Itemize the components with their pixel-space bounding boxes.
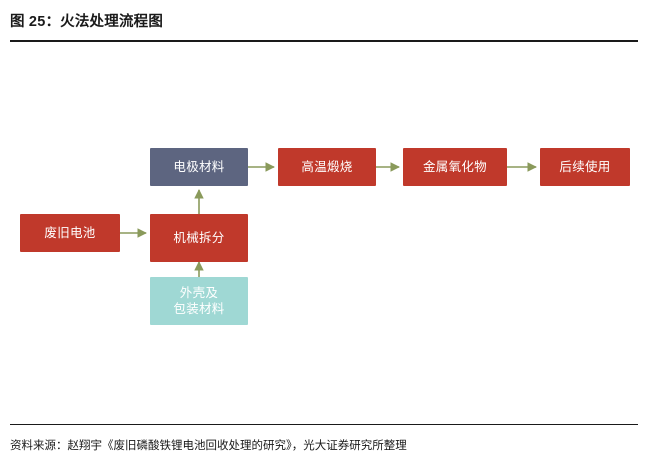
node-shell-packaging-material-label: 外壳及 包装材料 [173,286,225,316]
node-further-use-label: 后续使用 [559,160,611,174]
node-waste-battery: 废旧电池 [20,214,120,252]
node-further-use: 后续使用 [540,148,630,186]
node-metal-oxide: 金属氧化物 [403,148,507,186]
node-high-temperature-calcination: 高温煅烧 [278,148,376,186]
node-shell-packaging-material: 外壳及 包装材料 [150,277,248,325]
figure-title: 图 25：火法处理流程图 [10,14,164,30]
node-mechanical-sorting: 机械拆分 [150,214,248,262]
flowchart-canvas: 废旧电池 机械拆分 电极材料 外壳及 包装材料 高温煅烧 金属氧化物 后续使用 [0,44,648,424]
node-electrode-material: 电极材料 [150,148,248,186]
node-high-temperature-calcination-label: 高温煅烧 [301,160,353,174]
node-metal-oxide-label: 金属氧化物 [422,160,487,174]
header-divider [10,40,638,42]
footer-divider [10,424,638,425]
figure-header: 图 25：火法处理流程图 [0,0,648,44]
node-electrode-material-label: 电极材料 [173,160,225,174]
node-mechanical-sorting-label: 机械拆分 [173,231,225,245]
node-waste-battery-label: 废旧电池 [44,226,96,240]
source-note: 资料来源：赵翔宇《废旧磷酸铁锂电池回收处理的研究》，光大证券研究所整理 [10,440,407,452]
